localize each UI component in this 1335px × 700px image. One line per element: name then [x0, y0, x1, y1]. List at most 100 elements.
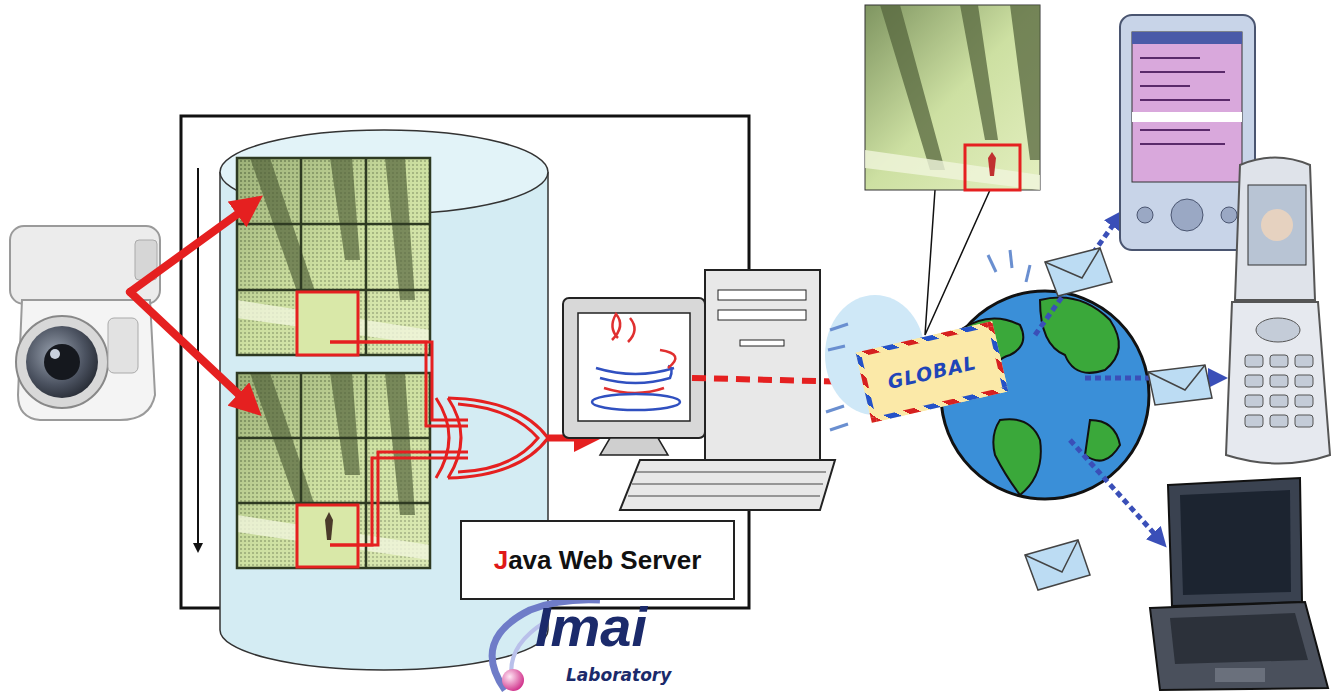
video-frame-part — [237, 158, 430, 355]
server-computer-part — [628, 472, 826, 496]
server-computer — [563, 270, 835, 510]
node-label: GLOBAL — [885, 351, 978, 393]
or-gate-part — [330, 342, 468, 426]
burst-lines-part — [826, 406, 844, 412]
mobile-phone-part — [1270, 415, 1288, 427]
lab-subtitle: Laboratory — [566, 666, 671, 685]
pda-device-part — [1132, 32, 1242, 182]
network-camera-part — [26, 326, 98, 398]
lab-name: Imai — [535, 596, 647, 658]
node-label: Java Web Server — [494, 545, 702, 576]
video-frame-part — [237, 158, 430, 355]
network-camera-part — [10, 226, 160, 304]
server-computer-part — [718, 290, 806, 300]
mobile-phone-part — [1245, 415, 1263, 427]
mobile-phone — [1226, 158, 1330, 464]
mobile-phone-part — [1270, 355, 1288, 367]
or-gate-part — [436, 398, 449, 478]
mobile-phone-part — [1245, 375, 1263, 387]
capture-arrow-part — [130, 205, 250, 292]
video-frame-part — [297, 292, 358, 355]
burst-lines-part — [828, 346, 845, 350]
video-frame-part — [365, 158, 368, 355]
or-gate-part — [330, 452, 468, 545]
pda-device-part — [1171, 199, 1203, 231]
server-computer-part — [563, 298, 705, 438]
snapshot-callout-part — [988, 152, 996, 176]
pda-device-part — [1140, 57, 1200, 59]
laptop-computer — [1150, 478, 1328, 690]
java-logo-part — [660, 350, 675, 368]
mobile-phone-part — [1245, 395, 1263, 407]
pda-device-part — [1120, 15, 1255, 250]
delivery-arrow-part — [1070, 440, 1160, 540]
video-frame-part — [237, 223, 430, 226]
network-camera-part — [50, 349, 60, 359]
laptop-computer-part — [1168, 478, 1302, 606]
pda-device-part — [1132, 32, 1242, 44]
mail-icon-part — [1045, 248, 1100, 278]
pda-device-part — [1140, 71, 1225, 73]
snapshot-callout-part — [965, 145, 1020, 190]
laptop-computer-part — [1150, 602, 1328, 690]
video-frame-part — [237, 373, 430, 568]
mobile-phone-part — [1256, 318, 1300, 342]
globe — [825, 291, 1149, 499]
mobile-phone-part — [1235, 158, 1315, 301]
mobile-phone-part — [1245, 355, 1313, 427]
server-computer-part — [632, 484, 823, 485]
pda-device-part — [1137, 207, 1153, 223]
video-frame-part — [237, 437, 430, 440]
snapshot-callout — [865, 5, 1040, 335]
java-logo-part — [628, 318, 635, 342]
mail-icon-part — [1045, 248, 1112, 296]
or-gate-part — [330, 458, 468, 545]
network-camera — [10, 226, 160, 420]
server-computer-part — [600, 438, 668, 455]
burst-lines-part — [830, 424, 848, 430]
server-computer-part — [636, 472, 826, 473]
snapshot-callout-part — [925, 190, 990, 335]
server-computer-part — [620, 460, 835, 510]
pda-device-part — [1140, 129, 1210, 131]
mail-icon-part — [1025, 540, 1090, 590]
network-camera-part — [108, 318, 138, 373]
mobile-phone-part — [1295, 375, 1313, 387]
delivery-arrow-part — [1035, 218, 1118, 335]
video-frame-part — [365, 373, 368, 568]
java-logo-part — [604, 388, 664, 393]
video-frame-part — [237, 373, 430, 568]
pda-device — [1120, 15, 1255, 250]
video-frame-part — [325, 512, 333, 540]
snapshot-callout-part — [865, 5, 1040, 190]
mail-icon-part — [1148, 365, 1205, 390]
video-frame-part — [250, 373, 415, 515]
pda-device-part — [1221, 207, 1237, 223]
server-label-box: Java Web Server — [460, 520, 735, 600]
pda-device-part — [1140, 99, 1230, 101]
video-frame — [237, 373, 430, 568]
laptop-computer-part — [1215, 668, 1265, 682]
server-computer-part — [628, 496, 820, 497]
mobile-phone-part — [1270, 395, 1288, 407]
mail-icon-part — [1025, 540, 1078, 572]
video-frame-part — [237, 158, 430, 355]
or-gate-part — [458, 404, 538, 472]
lab-logo-mark-part — [502, 669, 524, 691]
network-camera-part — [16, 316, 108, 408]
mobile-phone-part — [1295, 395, 1313, 407]
video-frame-part — [297, 505, 358, 567]
snapshot-callout-part — [865, 150, 1040, 190]
or-gate — [330, 342, 588, 545]
video-frame-part — [237, 373, 430, 568]
server-computer-part — [705, 270, 820, 460]
network-camera-part — [44, 344, 80, 380]
video-frame-part — [237, 373, 430, 568]
server-computer-part — [578, 313, 690, 421]
mobile-phone-part — [1270, 375, 1288, 387]
capture-arrow-part — [130, 292, 250, 405]
globe-part — [993, 419, 1041, 495]
mobile-phone-part — [1295, 355, 1313, 367]
capture-arrow — [130, 205, 250, 405]
burst-lines-part — [830, 324, 848, 330]
